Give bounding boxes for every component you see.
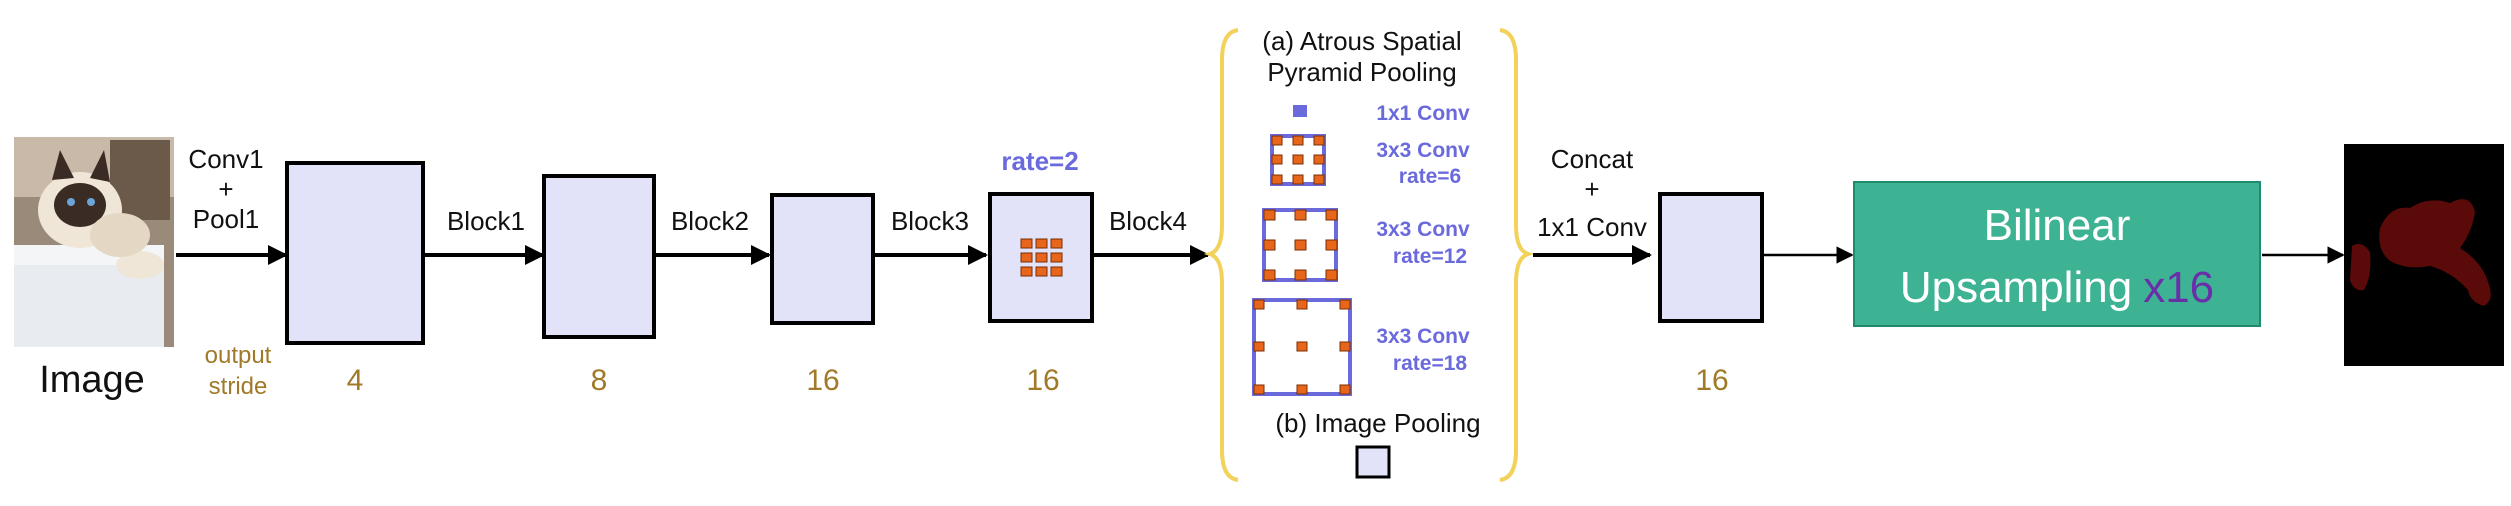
output-stride-label-line2: stride <box>209 373 268 400</box>
aspp-title-line2: Pyramid Pooling <box>1267 57 1456 87</box>
stride-value-3: 16 <box>806 364 839 397</box>
input-image <box>14 137 174 347</box>
aspp-branch-rate12-dots <box>1264 210 1337 280</box>
aspp-branch-3-rate: rate=12 <box>1393 245 1467 268</box>
stride-value-1: 4 <box>347 364 364 397</box>
stride-value-5: 16 <box>1695 364 1728 397</box>
output-stride-label-line1: output <box>205 342 272 369</box>
pool1-label: Pool1 <box>193 204 260 234</box>
stride-value-2: 8 <box>591 364 608 397</box>
aspp-branch-2-name: 3x3 Conv <box>1376 139 1470 162</box>
stride-value-4: 16 <box>1026 364 1059 397</box>
image-pooling-label: (b) Image Pooling <box>1275 408 1480 438</box>
concat-plus-label: + <box>1584 174 1599 204</box>
aspp-branch-1x1-kernel <box>1293 105 1307 117</box>
aspp-title-line1: (a) Atrous Spatial <box>1262 26 1461 56</box>
aspp-branch-3-name: 3x3 Conv <box>1376 218 1470 241</box>
feature-map-stride-16-a <box>772 195 873 323</box>
conv1-label: Conv1 <box>188 144 263 174</box>
block4-label: Block4 <box>1109 206 1187 236</box>
input-image-caption: Image <box>39 359 145 401</box>
aspp-branch-1-name: 1x1 Conv <box>1376 102 1470 125</box>
concat-conv-label: 1x1 Conv <box>1537 212 1647 242</box>
upsampling-label-line2: Upsampling <box>1900 263 2132 312</box>
image-pooling-box <box>1357 447 1389 477</box>
aspp-branch-4-rate: rate=18 <box>1393 352 1467 375</box>
aspp-branch-4-name: 3x3 Conv <box>1376 325 1470 348</box>
aspp-left-brace <box>1210 30 1238 480</box>
output-segmentation-mask <box>2344 144 2504 366</box>
feature-map-stride-8 <box>544 176 654 337</box>
conv1-plus-label: + <box>218 174 233 204</box>
block1-label: Block1 <box>447 206 525 236</box>
upsampling-label-line1: Bilinear <box>1984 201 2131 250</box>
block3-label: Block3 <box>891 206 969 236</box>
aspp-right-brace <box>1500 30 1528 480</box>
aspp-branch-rate6-dots <box>1272 136 1324 184</box>
feature-map-stride-4 <box>287 163 423 343</box>
rate-2-kernel-dots <box>1021 239 1062 276</box>
block2-label: Block2 <box>671 206 749 236</box>
feature-map-stride-16-c <box>1660 194 1762 321</box>
aspp-branch-2-rate: rate=6 <box>1399 165 1461 188</box>
upsampling-factor: x16 <box>2143 263 2214 312</box>
concat-label: Concat <box>1551 144 1634 174</box>
aspp-branch-rate18-dots <box>1254 300 1350 394</box>
svg-text:Upsampling x16: Upsampling x16 <box>1900 263 2214 312</box>
block4-rate-label: rate=2 <box>1001 146 1078 176</box>
